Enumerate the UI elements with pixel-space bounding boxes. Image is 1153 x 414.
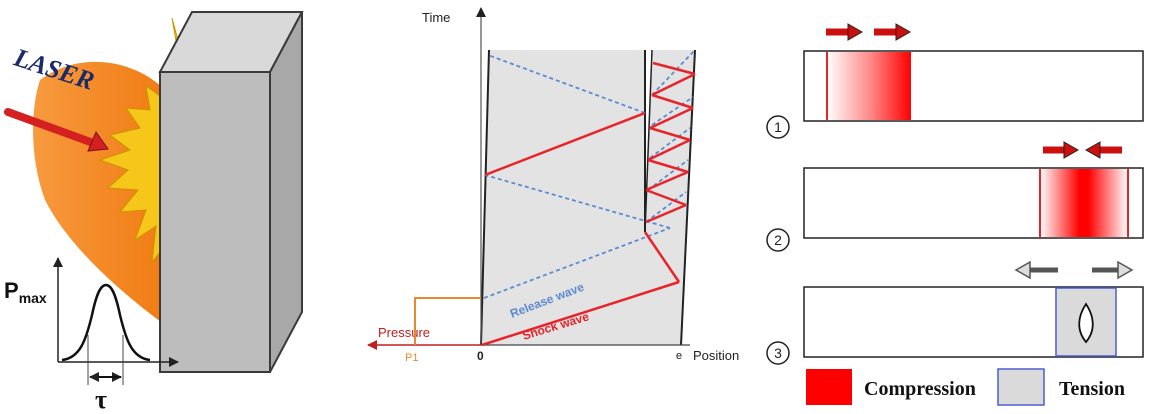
position-axis-label: Position — [693, 348, 739, 363]
state-3: 3 — [766, 260, 1144, 365]
tension-legend-label: Tension — [1059, 378, 1125, 400]
origin-label: 0 — [477, 349, 484, 363]
p1-label: P1 — [405, 352, 418, 364]
compression-legend-label: Compression — [864, 378, 976, 400]
state-number-badge — [766, 341, 790, 365]
state-number: 3 — [774, 345, 782, 361]
thickness-e-label: e — [676, 350, 682, 362]
pulse-curve — [61, 283, 151, 362]
laser-panel: LASER Pmax τ — [4, 11, 304, 414]
state-number-badge — [766, 115, 790, 139]
pulse-profile: Pmax τ — [4, 257, 179, 414]
compression-collision — [1040, 169, 1128, 237]
spall-crack-icon — [1078, 302, 1094, 344]
wave-panel: Time Position 0 e Pressure P1 — [367, 7, 739, 364]
state-number: 2 — [774, 232, 782, 248]
state-number: 1 — [774, 119, 782, 135]
state-number-badge — [766, 228, 790, 252]
tension-swatch — [997, 368, 1045, 406]
tau-label: τ — [95, 385, 107, 414]
state-1: 1 — [766, 23, 1144, 139]
compression-swatch — [806, 369, 852, 405]
state-panel: 1 2 3 Compr — [766, 23, 1144, 406]
legend: Compression Tension — [806, 368, 1125, 406]
pressure-profile — [414, 297, 481, 345]
target-region — [481, 50, 695, 345]
compression-front — [827, 52, 911, 120]
time-axis-label: Time — [422, 10, 450, 25]
shock-waves — [481, 61, 696, 347]
laser-arrow-icon — [4, 108, 100, 148]
pmax-label: Pmax — [4, 278, 47, 306]
target-block — [158, 11, 304, 373]
state-2: 2 — [766, 141, 1144, 252]
pressure-label: Pressure — [378, 325, 430, 340]
